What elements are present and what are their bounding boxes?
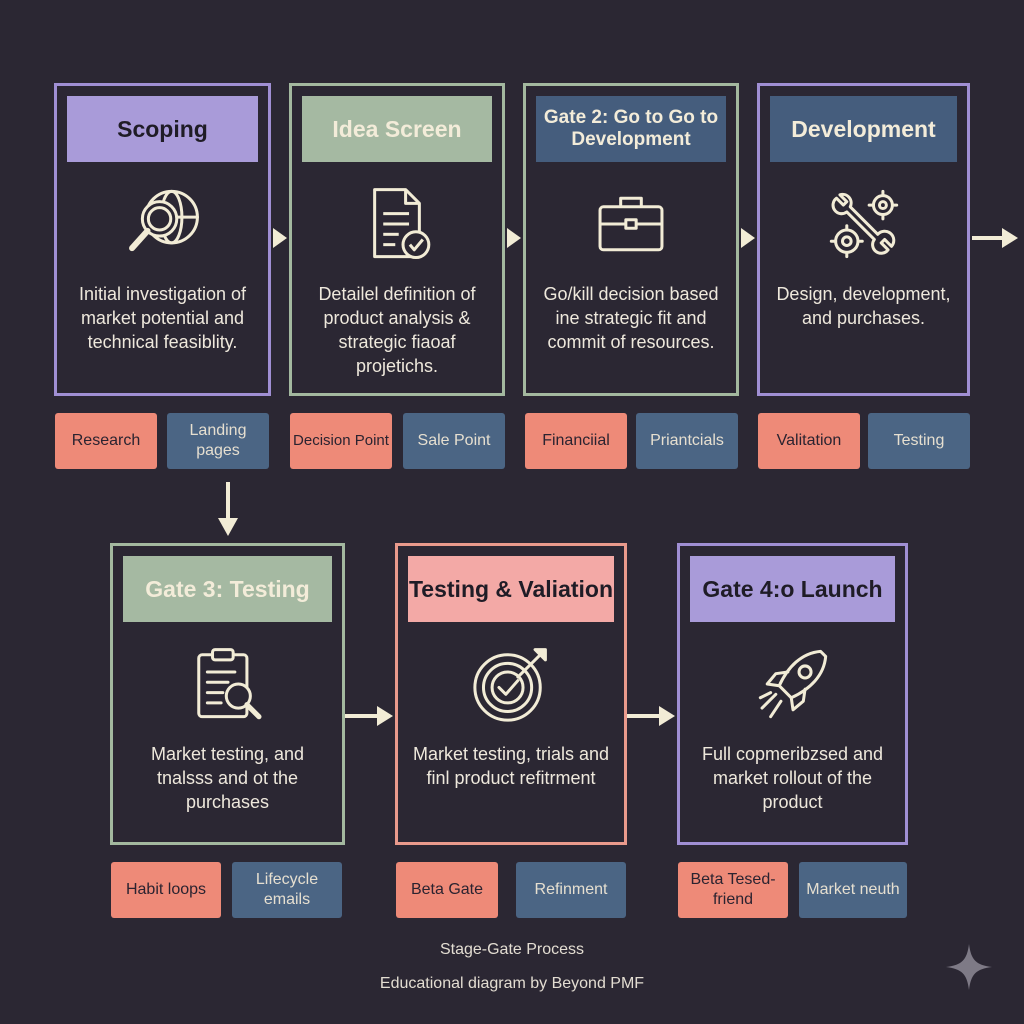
stage-description: Market testing, and tnalsss and ot the p… [150, 744, 305, 812]
tag-research: Research [55, 413, 157, 469]
stage-title: Idea Screen [302, 96, 492, 162]
tag-beta-tesed-friend: Beta Tesed-friend [678, 862, 788, 918]
magnifier-globe-icon [57, 178, 268, 270]
stage-title: Gate 3: Testing [123, 556, 332, 622]
arrow-right-icon [345, 706, 393, 726]
stage-title: Testing & Valiation [408, 556, 614, 622]
stage-gate-2: Gate 2: Go to Go to Development Go/kill … [523, 83, 739, 396]
arrow-right-icon [507, 228, 521, 248]
arrow-right-icon [627, 706, 675, 726]
clipboard-magnifier-icon [113, 638, 342, 730]
sparkle-icon [946, 944, 992, 990]
tag-beta-gate: Beta Gate [396, 862, 498, 918]
tag-refinment: Refinment [516, 862, 626, 918]
tag-habit-loops: Habit loops [111, 862, 221, 918]
stage-title: Gate 2: Go to Go to Development [536, 96, 726, 162]
arrow-right-icon [972, 228, 1018, 248]
briefcase-icon [526, 178, 736, 270]
document-check-icon [292, 178, 502, 270]
diagram-title: Stage-Gate Process [439, 941, 585, 958]
stage-description: Market testing, trials and finl product … [412, 744, 610, 788]
stage-description: Go/kill decision based ine strategic fit… [543, 284, 719, 352]
stage-idea-screen: Idea Screen Detailel definition of produ… [289, 83, 505, 396]
tag-market-neuth: Market neuth [799, 862, 907, 918]
stage-description: Full copmeribzsed and market rollout of … [701, 744, 884, 812]
tag-priantcials: Priantcials [636, 413, 738, 469]
stage-description: Initial investigation of market potentia… [78, 284, 247, 352]
tag-sale-point: Sale Point [403, 413, 505, 469]
rocket-icon [680, 638, 905, 730]
tag-lifecycle-emails: Lifecycle emails [232, 862, 342, 918]
arrow-right-icon [741, 228, 755, 248]
stage-title: Scoping [67, 96, 258, 162]
wrench-gears-icon [760, 178, 967, 270]
diagram-credit: Educational diagram by Beyond PMF [379, 975, 645, 992]
target-check-icon [398, 638, 624, 730]
tag-decision-point: Decision Point [290, 413, 392, 469]
tag-validation: Valitation [758, 413, 860, 469]
tag-testing: Testing [868, 413, 970, 469]
stage-gate-3: Gate 3: Testing Market testing, and tnal… [110, 543, 345, 845]
stage-development: Development Design, development, and pur… [757, 83, 970, 396]
stage-description: Design, development, and purchases. [776, 284, 951, 328]
stage-title: Gate 4:o Launch [690, 556, 895, 622]
stage-scoping: Scoping Initial investigation of market … [54, 83, 271, 396]
stage-testing-validation: Testing & Valiation Market testing, tria… [395, 543, 627, 845]
arrow-right-icon [273, 228, 287, 248]
tag-financial: Financiial [525, 413, 627, 469]
arrow-down-icon [218, 482, 238, 536]
stage-title: Development [770, 96, 957, 162]
tag-landing-pages: Landing pages [167, 413, 269, 469]
stage-gate-4: Gate 4:o Launch Full copmeribzsed and ma… [677, 543, 908, 845]
stage-description: Detailel definition of product analysis … [318, 284, 476, 376]
